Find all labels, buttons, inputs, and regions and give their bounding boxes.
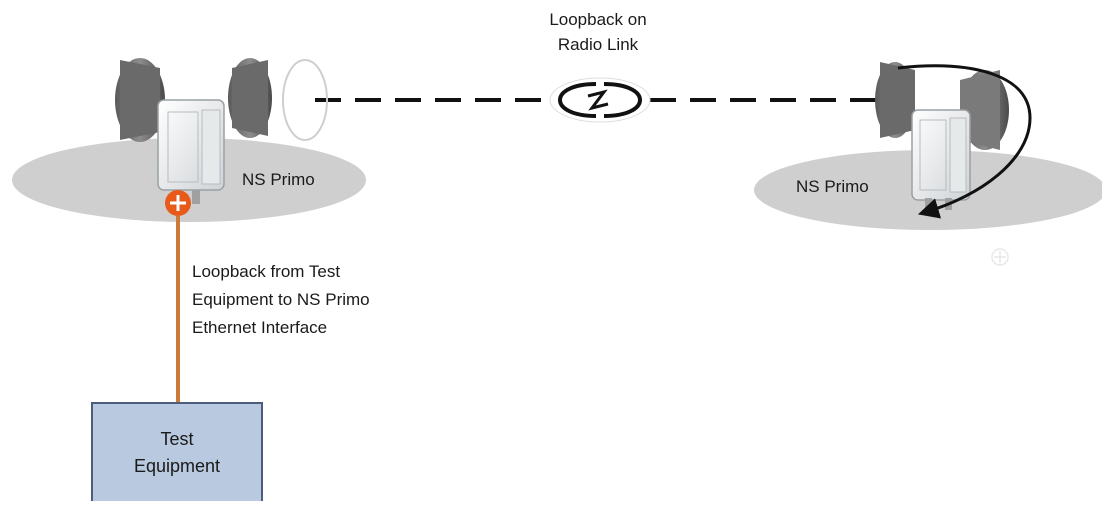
radio-loopback-arrow	[897, 64, 1032, 219]
right-radio-unit	[875, 62, 1009, 210]
radio-link-label-line2: Radio Link	[558, 35, 639, 54]
left-radome-ring	[282, 59, 328, 141]
test-equipment-label-line2: Equipment	[134, 456, 220, 476]
faint-connector-icon	[991, 248, 1009, 266]
right-site-label: NS Primo	[796, 177, 869, 196]
ethernet-loopback-label-line2: Equipment to NS Primo	[192, 290, 370, 309]
ethernet-loopback-label-line1: Loopback from Test	[192, 262, 340, 281]
left-radio-unit	[115, 58, 328, 216]
radio-link-label-line1: Loopback on	[549, 10, 646, 29]
radio-loopback-icon	[549, 77, 651, 123]
left-site-label: NS Primo	[242, 170, 315, 189]
test-equipment-label-line1: Test	[160, 429, 193, 449]
test-equipment-box	[91, 402, 263, 504]
ethernet-loopback-label-line3: Ethernet Interface	[192, 318, 327, 337]
